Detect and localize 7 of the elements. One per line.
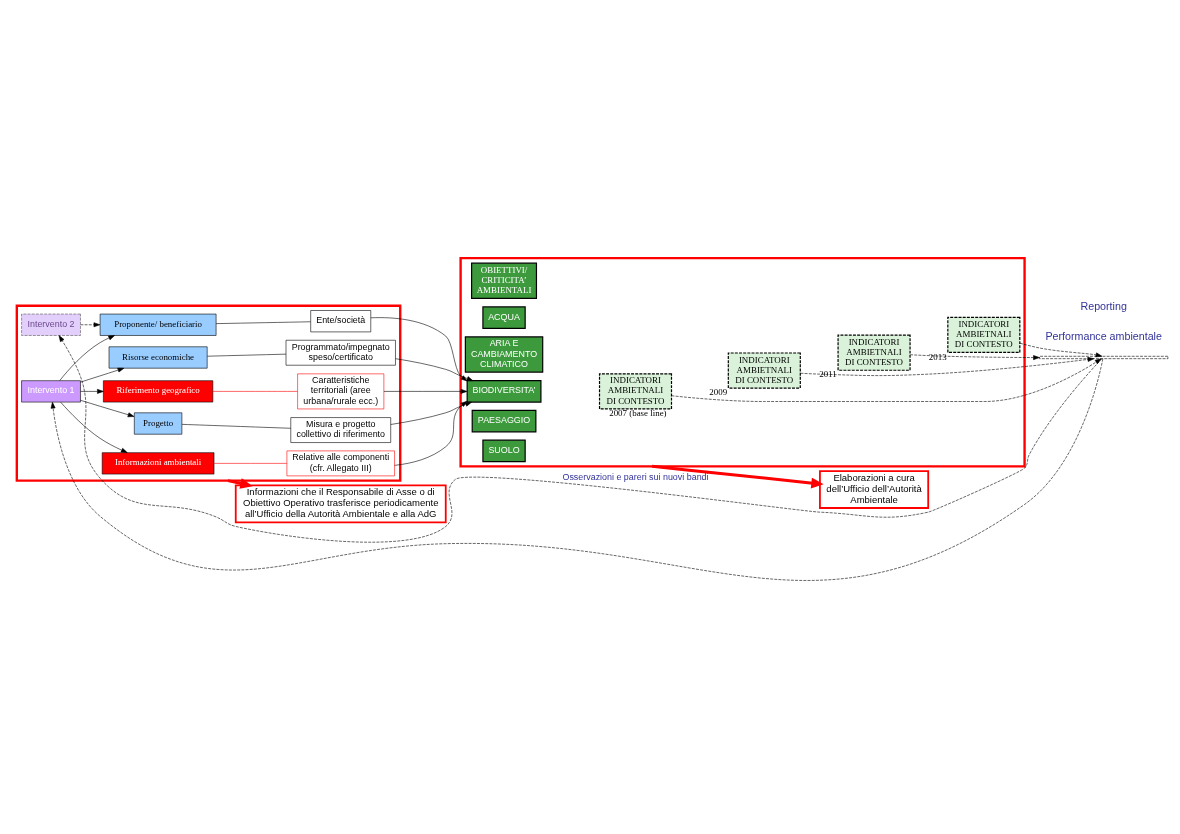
- node-label: 2007 (base line): [609, 408, 667, 419]
- node-label: 2011: [819, 369, 837, 380]
- label: Reporting: [1080, 300, 1127, 313]
- edge-label: Osservazioni e pareri sui nuovi bandi: [562, 472, 709, 483]
- node-label: 2013: [928, 351, 947, 362]
- label: Performance ambientale: [1045, 329, 1162, 342]
- node-label: 2009: [709, 387, 728, 398]
